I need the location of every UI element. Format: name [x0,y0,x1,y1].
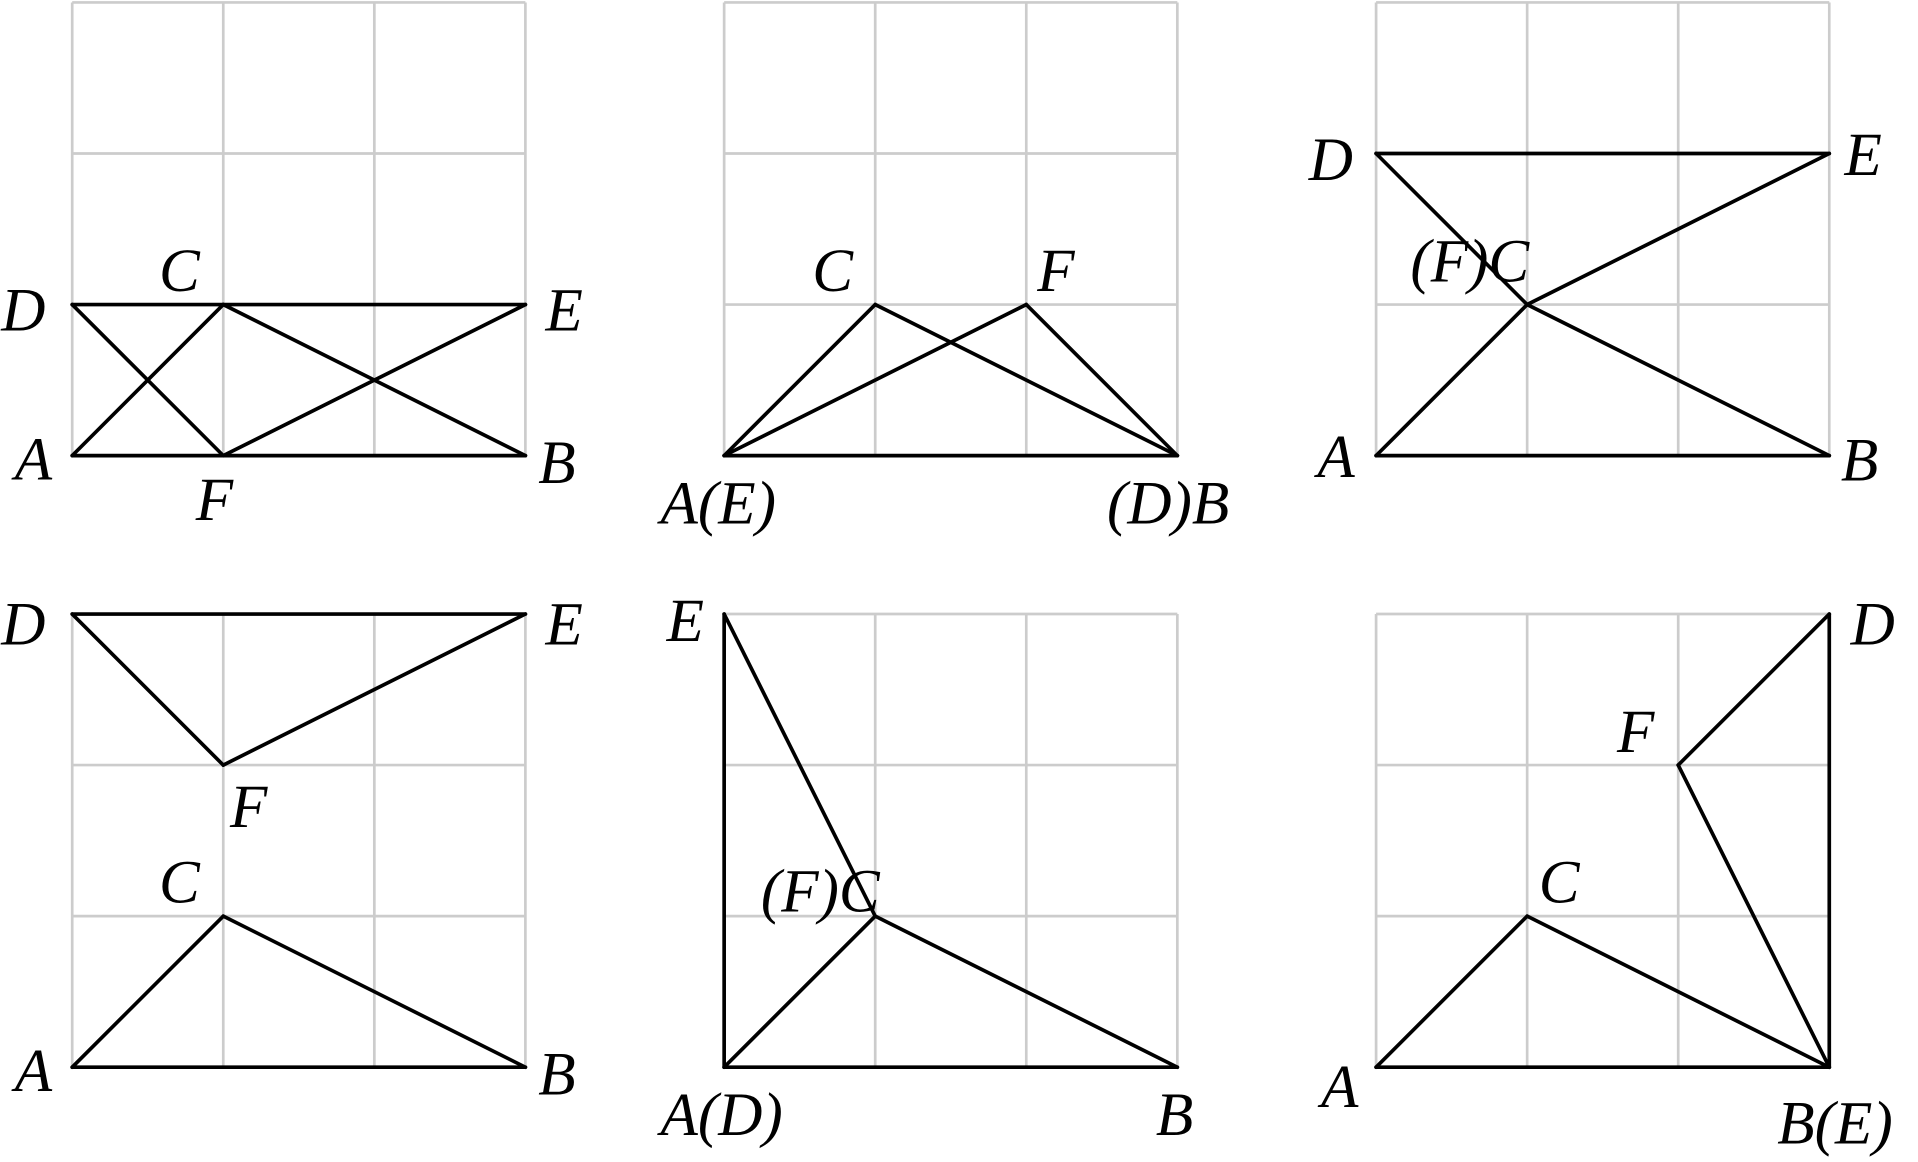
segment-AC [722,302,878,458]
point-label: B [538,1042,575,1109]
segment-EC [722,612,878,918]
point-label: B [1156,1082,1193,1149]
panel-5: E (F)C A(D) B [657,588,1194,1149]
segment-AC [1374,914,1529,1070]
point-label: F [229,774,268,841]
panel-3: D E (F)C A B [1308,1,1882,495]
point-label: B [1841,428,1878,495]
segment-CB [1525,914,1832,1070]
point-label: E [1844,122,1882,189]
point-label: C [1539,850,1581,917]
point-label: B [538,430,575,497]
point-label: A [11,1038,53,1105]
segment-AC [722,914,878,1070]
panel-1: D C E A F B [0,1,583,534]
point-label: E [545,277,583,344]
point-label: A(E) [657,471,776,538]
point-label: A [11,426,53,493]
segment-CB [1525,302,1832,458]
point-label: F [195,467,234,534]
segment-FE [221,302,528,458]
segment-DF [70,302,226,458]
panel-6: D F C A B(E) [1317,592,1895,1158]
segment-DC [1374,151,1529,307]
point-label: D [0,277,45,344]
point-label: B(E) [1777,1091,1892,1158]
point-label: (F)C [761,858,881,925]
point-label: F [1616,699,1655,766]
point-label: A(D) [657,1082,783,1149]
point-label: A [1313,424,1355,491]
segment-CE [1525,151,1832,307]
point-label: E [545,592,583,659]
point-label: A [1317,1054,1359,1121]
segment-AC [70,914,226,1070]
point-label: (F)C [1410,228,1530,295]
point-label: F [1036,238,1075,305]
point-label: C [812,238,854,305]
panel-2: C F A(E) (D)B [657,1,1229,538]
segment-FB [1676,763,1832,1070]
segment-DF [70,612,226,767]
point-label: (D)B [1107,471,1229,538]
segment-AF [722,302,1029,458]
point-label: E [666,588,704,655]
segment-AC [1374,302,1529,458]
segment-FB [1024,302,1180,458]
segment-CB [221,914,528,1070]
point-label: D [0,592,45,659]
point-label: C [159,238,201,305]
segment-CB [873,914,1180,1070]
segment-DF [1676,612,1832,767]
panel-4: D E FC A B [0,592,583,1109]
segment-CB [873,302,1180,458]
point-label: D [1850,592,1895,659]
point-label: C [159,850,201,917]
segment-FE [221,612,528,767]
point-label: D [1308,127,1353,194]
